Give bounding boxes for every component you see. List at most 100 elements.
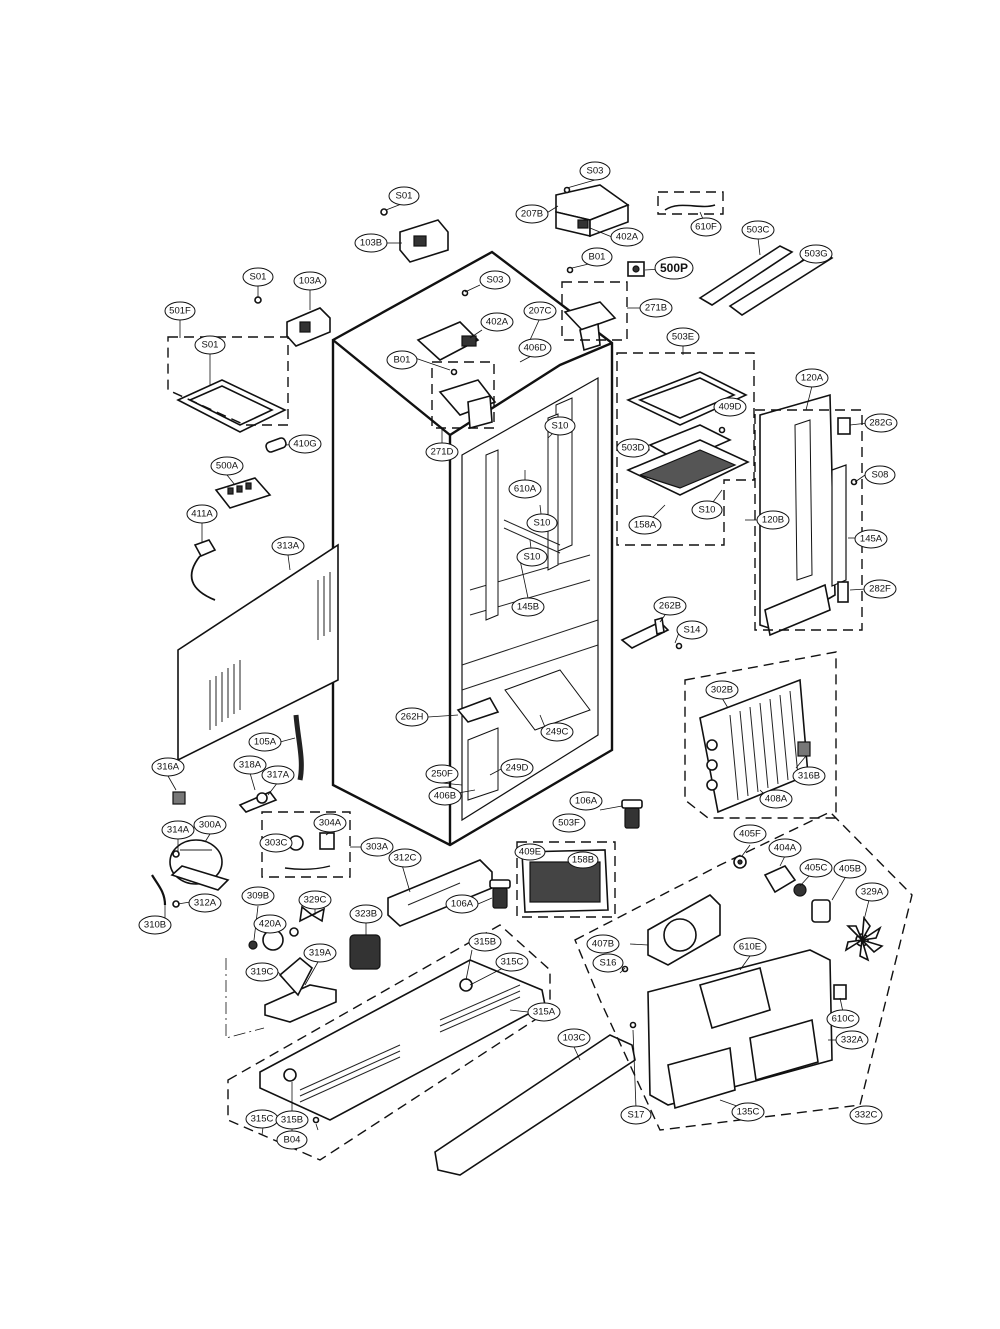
fan-blade-329a (844, 915, 884, 962)
harness-610f (664, 204, 716, 211)
svg-text:S03: S03 (587, 166, 604, 177)
svg-text:312C: 312C (394, 853, 417, 864)
callout-145b: 145B (511, 597, 545, 617)
svg-text:500P: 500P (660, 261, 688, 275)
svg-text:103B: 103B (360, 238, 382, 249)
svg-text:262H: 262H (401, 712, 424, 723)
callout-s08: S08 (864, 465, 896, 485)
svg-text:S08: S08 (872, 470, 889, 481)
callout-207c: 207C (523, 301, 557, 321)
svg-text:B04: B04 (284, 1135, 301, 1146)
svg-text:313A: 313A (277, 541, 300, 552)
callout-145a: 145A (854, 529, 888, 549)
svg-text:410G: 410G (293, 439, 316, 450)
callout-249d: 249D (500, 758, 534, 778)
svg-text:135C: 135C (737, 1107, 760, 1118)
hinge-271d (416, 321, 497, 430)
callout-503f: 503F (552, 813, 586, 833)
callout-315b-top: 315B (468, 932, 502, 952)
callout-271b: 271B (639, 298, 673, 318)
callout-323b: 323B (349, 904, 383, 924)
svg-text:312A: 312A (194, 898, 217, 909)
relay-303a (284, 832, 335, 871)
callout-402a: 402A (610, 227, 644, 247)
callout-407b: 407B (586, 934, 620, 954)
fan-housing-407b (647, 894, 721, 966)
callout-103b: 103B (354, 233, 388, 253)
svg-text:207C: 207C (529, 306, 552, 317)
evaporator-302b (699, 678, 809, 814)
callout-405c: 405C (799, 858, 833, 878)
svg-text:402A: 402A (486, 317, 509, 328)
svg-text:304A: 304A (319, 818, 342, 829)
callout-411a: 411A (186, 504, 218, 524)
callout-105a: 105A (248, 732, 282, 752)
callout-262h: 262H (395, 707, 429, 727)
svg-text:500A: 500A (216, 461, 239, 472)
svg-text:249D: 249D (506, 763, 529, 774)
svg-text:405F: 405F (739, 829, 761, 840)
svg-text:S03: S03 (487, 275, 504, 286)
svg-text:610A: 610A (514, 484, 537, 495)
callout-304a: 304A (313, 813, 347, 833)
callout-s01: S01 (388, 186, 420, 206)
svg-text:409D: 409D (719, 402, 742, 413)
svg-text:303C: 303C (265, 838, 288, 849)
svg-text:610C: 610C (832, 1014, 855, 1025)
svg-text:314A: 314A (167, 825, 190, 836)
callout-303a: 303A (360, 837, 394, 857)
bracket-103a (286, 307, 331, 347)
callout-503c: 503C (741, 220, 775, 240)
callout-404a: 404A (768, 838, 802, 858)
svg-text:105A: 105A (254, 737, 277, 748)
condenser-323b (349, 934, 381, 970)
box-503f (516, 841, 616, 918)
callout-b01: B01 (581, 247, 613, 267)
svg-text:323B: 323B (355, 909, 377, 920)
shroud-332a (647, 949, 833, 1110)
svg-text:B01: B01 (589, 252, 606, 263)
box-501f (167, 336, 289, 426)
svg-text:S16: S16 (600, 958, 617, 969)
callout-309b: 309B (241, 886, 275, 906)
callout-158a: 158A (628, 515, 662, 535)
callout-s03-mid: S03 (479, 270, 511, 290)
callout-271d: 271D (425, 442, 459, 462)
callout-s17: S17 (620, 1105, 652, 1125)
callout-405b: 405B (833, 859, 867, 879)
callout-249c: 249C (540, 722, 574, 742)
callout-408a: 408A (759, 789, 793, 809)
callout-300a: 300A (193, 815, 227, 835)
callout-500p: 500P (654, 256, 694, 280)
callout-313a: 313A (271, 536, 305, 556)
callout-503e: 503E (666, 327, 700, 347)
svg-text:120A: 120A (801, 373, 824, 384)
callout-303c: 303C (259, 833, 293, 853)
callout-329a: 329A (855, 882, 889, 902)
callout-302b: 302B (705, 680, 739, 700)
callout-315c-top: 315C (495, 952, 529, 972)
callout-315a: 315A (527, 1002, 561, 1022)
pcb-500a (214, 477, 272, 509)
callout-250f: 250F (425, 764, 459, 784)
callout-319a: 319A (303, 943, 337, 963)
box-271b (561, 281, 628, 341)
svg-text:329A: 329A (861, 887, 884, 898)
callout-501f: 501F (164, 301, 196, 321)
callout-312a: 312A (188, 893, 222, 913)
svg-text:315C: 315C (251, 1114, 274, 1125)
callout-329c: 329C (298, 890, 332, 910)
svg-text:315B: 315B (474, 937, 496, 948)
svg-text:282F: 282F (869, 584, 891, 595)
svg-text:407B: 407B (592, 939, 614, 950)
svg-text:503F: 503F (558, 818, 580, 829)
callout-409e: 409E (514, 843, 546, 861)
svg-text:271D: 271D (431, 447, 454, 458)
duct-120a (759, 393, 836, 637)
cover-103c (434, 1034, 636, 1176)
fan-blade-329c (298, 905, 326, 923)
callout-s10-c: S10 (526, 513, 558, 533)
callout-319c: 319C (245, 962, 279, 982)
box-120a (754, 409, 863, 631)
svg-text:315A: 315A (533, 1007, 556, 1018)
